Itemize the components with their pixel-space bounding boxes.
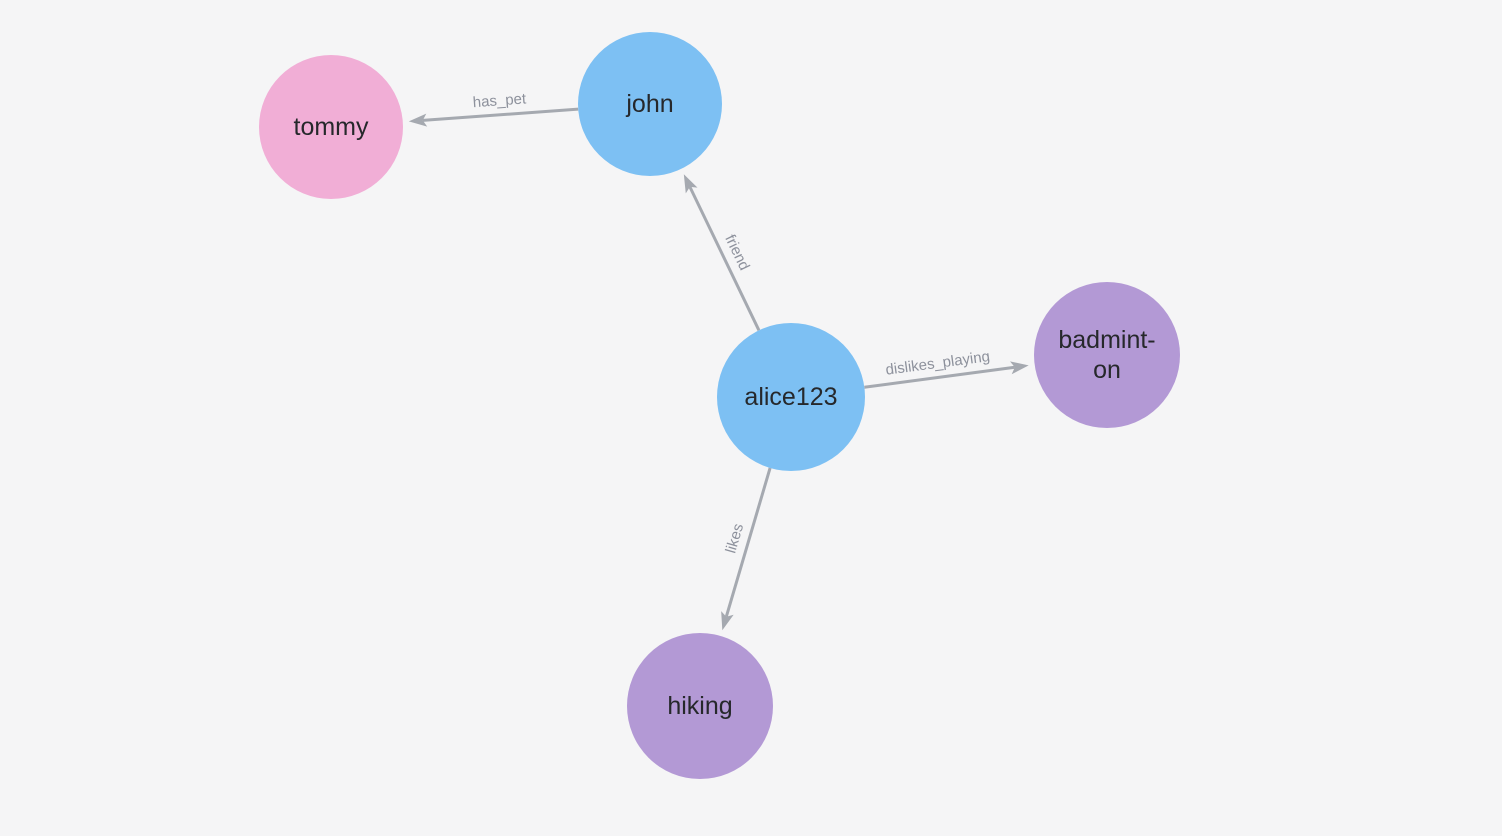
edge-line bbox=[864, 365, 1016, 389]
edge-label: dislikes_playing bbox=[885, 348, 991, 379]
edge-arrowhead bbox=[408, 113, 428, 127]
node-hiking[interactable]: hiking bbox=[627, 633, 773, 779]
edge-has_pet[interactable]: has_pet bbox=[408, 90, 579, 127]
node-badminton[interactable]: badmint-on bbox=[1034, 282, 1180, 428]
node-circle bbox=[578, 32, 722, 176]
edge-arrowhead bbox=[721, 611, 734, 631]
node-circle bbox=[627, 633, 773, 779]
edge-line bbox=[724, 467, 772, 618]
edge-label: likes bbox=[722, 522, 747, 556]
edge-label: friend bbox=[721, 232, 753, 273]
edge-line bbox=[422, 107, 579, 122]
edge-line bbox=[688, 186, 761, 331]
node-circle bbox=[717, 323, 865, 471]
edge-arrowhead bbox=[1009, 361, 1029, 375]
edge-label: has_pet bbox=[472, 90, 527, 111]
node-circle bbox=[259, 55, 403, 199]
node-circle bbox=[1034, 282, 1180, 428]
node-alice123[interactable]: alice123 bbox=[717, 323, 865, 471]
edge-likes[interactable]: likes bbox=[721, 467, 772, 631]
edge-friend[interactable]: friend bbox=[683, 174, 761, 331]
edge-dislikes_playing[interactable]: dislikes_playing bbox=[864, 348, 1029, 389]
node-tommy[interactable]: tommy bbox=[259, 55, 403, 199]
edge-arrowhead bbox=[683, 174, 698, 194]
node-john[interactable]: john bbox=[578, 32, 722, 176]
